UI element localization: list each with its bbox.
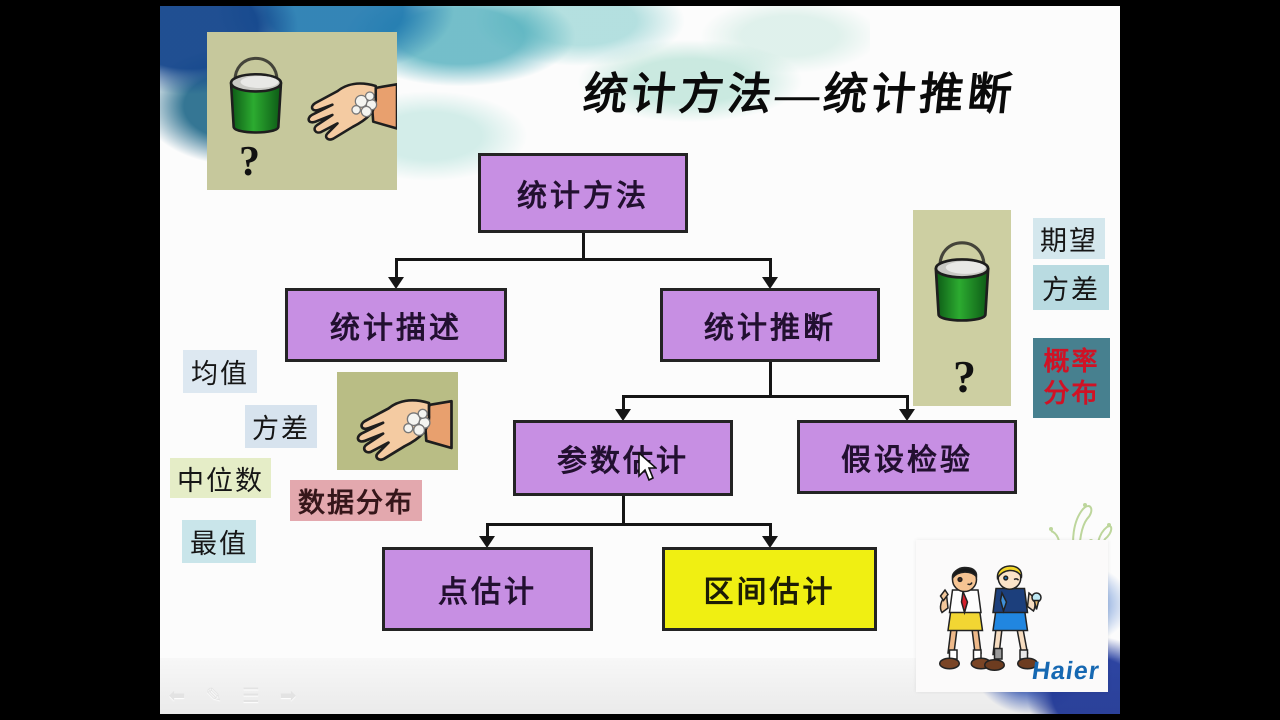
connector-line [623,395,909,398]
connector-line [395,258,398,280]
bucket-image: ? [913,210,1011,406]
question-mark: ? [953,351,976,402]
label-extreme-value: 最值 [182,520,256,563]
slide-title: 统计方法—统计推断 [580,70,1019,119]
hand-with-beans-icon [356,399,453,461]
slide-menu-icon[interactable]: ☰ [242,683,260,707]
label-variance-right: 方差 [1033,265,1109,310]
flow-node-point-estimation: 点估计 [382,547,593,631]
connector-line [487,523,772,526]
connector-line [622,395,625,411]
haier-logo-text: Haier [1030,657,1103,685]
flow-node-hypothesis-testing: 假设检验 [797,420,1017,494]
pen-tool-icon[interactable]: ✎ [205,683,223,707]
hand-with-beans-icon [307,82,397,141]
connector-line [906,395,909,411]
label-probability-line2: 分布 [1043,379,1100,408]
arrowhead [388,277,404,289]
plant-sketch-decoration [1049,503,1113,564]
label-data-distribution: 数据分布 [290,480,422,521]
previous-slide-icon[interactable]: ⬅ [168,683,186,707]
label-probability-line1: 概率 [1043,346,1100,376]
bucket-and-hand-image: ? [207,32,397,190]
flow-node-statistical-inference: 统计推断 [660,288,880,362]
question-mark: ? [239,139,260,185]
haier-brothers-image: Haier [916,540,1108,692]
arrowhead [762,536,778,548]
flow-node-statistical-methods: 统计方法 [478,153,688,233]
label-expectation: 期望 [1033,218,1105,259]
label-median: 中位数 [170,458,271,498]
connector-line [622,496,625,525]
connector-line [769,523,772,537]
flow-node-parameter-estimation: 参数估计 [513,420,733,496]
next-slide-icon[interactable]: ➡ [279,683,297,707]
label-probability-distribution: 概率 分布 [1033,338,1110,418]
mouse-cursor [638,452,657,482]
connector-line [769,362,772,397]
flow-node-interval-estimation: 区间估计 [662,547,877,631]
connector-line [769,258,772,280]
connector-line [582,233,585,260]
presentation-slide[interactable]: 统计方法—统计推断 统计方法 统计描述 统计推断 参数估计 假设检验 点估计 区… [160,6,1120,714]
arrowhead [479,536,495,548]
bucket-icon [934,241,990,322]
hand-with-beans-image [337,372,458,470]
connector-line [486,523,489,537]
arrowhead [899,409,915,421]
flow-node-statistical-description: 统计描述 [285,288,507,362]
haier-brothers-icon [939,565,1042,671]
presenter-toolbar: ⬅ ✎ ☰ ➡ [166,684,299,706]
bucket-icon [229,56,283,134]
arrowhead [762,277,778,289]
connector-line [396,258,772,261]
label-mean: 均值 [183,350,257,393]
arrowhead [615,409,631,421]
label-variance-left: 方差 [245,405,317,448]
